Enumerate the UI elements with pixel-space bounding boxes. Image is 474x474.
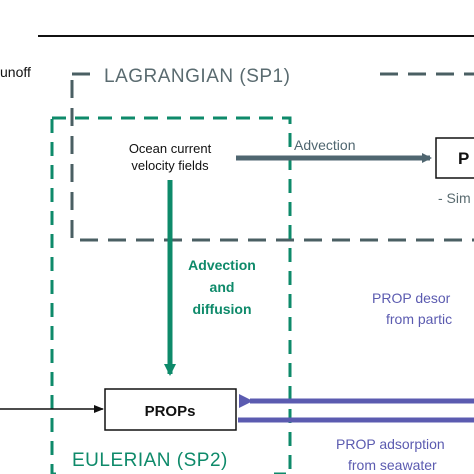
advection-diffusion-line3: diffusion	[192, 301, 251, 317]
eulerian-title: EULERIAN (SP2)	[72, 450, 228, 471]
advection-diffusion-line1: Advection	[188, 257, 256, 273]
ocean-current-bg	[110, 138, 234, 178]
desorption-label-line1: PROP desor	[372, 290, 451, 306]
adsorption-label-line1: PROP adsorption	[336, 436, 445, 452]
sim-label: - Sim	[438, 190, 471, 206]
lagrangian-title-bg	[96, 60, 376, 90]
adsorption-label-line2: from seawater	[348, 457, 437, 473]
p-box-label: P	[458, 149, 469, 168]
props-label: PROPs	[145, 403, 196, 420]
p-box	[435, 137, 474, 179]
eulerian-box	[50, 116, 292, 474]
eulerian-title-bg	[62, 444, 274, 474]
lagrangian-title: LAGRANGIAN (SP1)	[104, 66, 290, 87]
ocean-current-label-line2: velocity fields	[131, 158, 209, 173]
desorption-label-line2: from partic	[386, 311, 452, 327]
props-box	[104, 388, 237, 431]
runoff-label: unoff	[0, 64, 31, 80]
ocean-current-label-line1: Ocean current	[129, 141, 212, 156]
advection-diffusion-line2: and	[210, 279, 235, 295]
advection-label: Advection	[294, 137, 355, 153]
